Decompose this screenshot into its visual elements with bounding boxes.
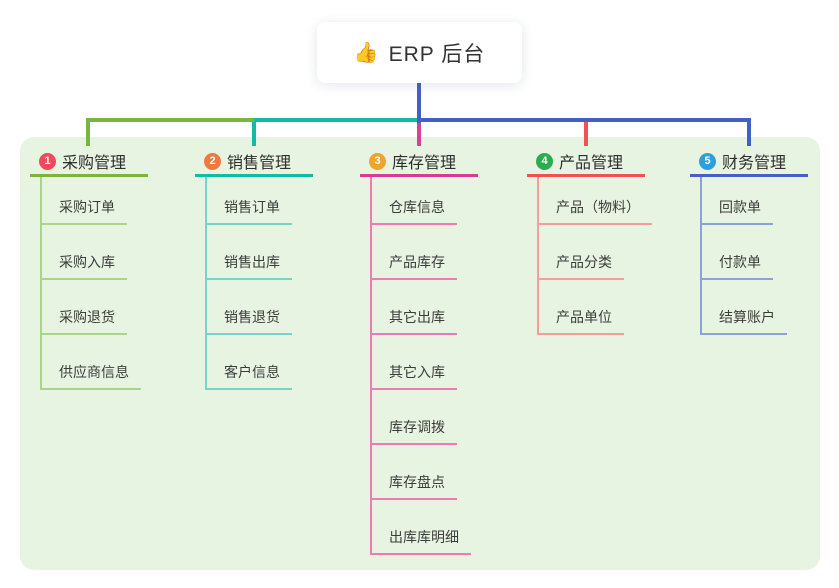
branch-title: 库存管理 [392, 155, 457, 172]
branch-header-finance[interactable]: 5 财务管理 [690, 148, 808, 177]
mindmap-node: 采购入库 [42, 225, 180, 280]
mindmap-node: 结算账户 [702, 280, 839, 335]
canvas-panel [20, 137, 820, 570]
branch-children: 采购订单 采购入库 采购退货 供应商信息 [40, 177, 180, 390]
branch-sales-management: 2 销售管理 销售订单 销售出库 销售退货 客户信息 [195, 148, 345, 390]
mindmap-node: 销售订单 [207, 177, 345, 225]
mindmap-node: 库存调拨 [372, 390, 510, 445]
node-label[interactable]: 客户信息 [207, 362, 292, 390]
branch-header-purchase[interactable]: 1 采购管理 [30, 148, 148, 177]
mindmap-node: 回款单 [702, 177, 839, 225]
branch-number-badge: 4 [536, 152, 553, 170]
node-label[interactable]: 产品库存 [372, 252, 457, 280]
connector-drop-sales [252, 118, 256, 146]
mindmap-node: 销售出库 [207, 225, 345, 280]
branch-number-badge: 2 [204, 152, 221, 170]
branch-header-sales[interactable]: 2 销售管理 [195, 148, 313, 177]
node-label[interactable]: 销售出库 [207, 252, 292, 280]
branch-children: 仓库信息 产品库存 其它出库 其它入库 库存调拨 库存盘点 出库库明细 [370, 177, 510, 555]
branch-header-inventory[interactable]: 3 库存管理 [360, 148, 478, 177]
branch-number-badge: 3 [369, 152, 386, 170]
node-label[interactable]: 结算账户 [702, 307, 787, 335]
branch-purchase-management: 1 采购管理 采购订单 采购入库 采购退货 供应商信息 [30, 148, 180, 390]
mindmap-node: 客户信息 [207, 335, 345, 390]
node-label[interactable]: 供应商信息 [42, 362, 141, 390]
root-node-erp-backend[interactable]: 👍 ERP 后台 [317, 22, 522, 83]
branch-header-product[interactable]: 4 产品管理 [527, 148, 645, 177]
mindmap-node: 其它入库 [372, 335, 510, 390]
node-label[interactable]: 其它出库 [372, 307, 457, 335]
connector-horizontal-left [86, 118, 254, 122]
mindmap-node: 销售退货 [207, 280, 345, 335]
mindmap-node: 产品（物料） [539, 177, 677, 225]
mindmap-node: 仓库信息 [372, 177, 510, 225]
mindmap-node: 供应商信息 [42, 335, 180, 390]
node-label[interactable]: 销售订单 [207, 197, 292, 225]
branch-title: 采购管理 [62, 155, 127, 172]
connector-drop-finance [747, 118, 751, 146]
root-node-title: ERP 后台 [388, 42, 486, 66]
node-label[interactable]: 仓库信息 [372, 197, 457, 225]
branch-finance-management: 5 财务管理 回款单 付款单 结算账户 [690, 148, 839, 335]
branch-title: 销售管理 [227, 155, 292, 172]
node-label[interactable]: 回款单 [702, 197, 773, 225]
branch-inventory-management: 3 库存管理 仓库信息 产品库存 其它出库 其它入库 库存调拨 库存盘点 出库库… [360, 148, 510, 555]
branch-product-management: 4 产品管理 产品（物料） 产品分类 产品单位 [527, 148, 677, 335]
mindmap-node: 产品单位 [539, 280, 677, 335]
mindmap-node: 出库库明细 [372, 500, 510, 555]
node-label[interactable]: 出库库明细 [372, 527, 471, 555]
node-label[interactable]: 采购订单 [42, 197, 127, 225]
connector-drop-inventory [417, 118, 421, 146]
node-label[interactable]: 付款单 [702, 252, 773, 280]
thumbs-up-icon: 👍 [353, 42, 380, 64]
connector-root-stem [417, 83, 421, 123]
mindmap-node: 产品库存 [372, 225, 510, 280]
mindmap-node: 采购订单 [42, 177, 180, 225]
node-label[interactable]: 销售退货 [207, 307, 292, 335]
node-label[interactable]: 产品单位 [539, 307, 624, 335]
connector-drop-product [584, 118, 588, 146]
node-label[interactable]: 库存盘点 [372, 472, 457, 500]
branch-number-badge: 1 [39, 152, 56, 170]
branch-children: 产品（物料） 产品分类 产品单位 [537, 177, 677, 335]
branch-title: 财务管理 [722, 155, 787, 172]
node-label[interactable]: 采购退货 [42, 307, 127, 335]
mindmap-node: 采购退货 [42, 280, 180, 335]
branch-children: 回款单 付款单 结算账户 [700, 177, 839, 335]
branch-number-badge: 5 [699, 152, 716, 170]
connector-drop-purchase [86, 118, 90, 146]
node-label[interactable]: 采购入库 [42, 252, 127, 280]
branch-title: 产品管理 [559, 155, 624, 172]
connector-horizontal-right [419, 118, 751, 122]
connector-horizontal-mid [254, 118, 419, 122]
mindmap-node: 产品分类 [539, 225, 677, 280]
node-label[interactable]: 库存调拨 [372, 417, 457, 445]
mindmap-node: 其它出库 [372, 280, 510, 335]
mindmap-node: 库存盘点 [372, 445, 510, 500]
mindmap-node: 付款单 [702, 225, 839, 280]
node-label[interactable]: 产品分类 [539, 252, 624, 280]
node-label[interactable]: 其它入库 [372, 362, 457, 390]
branch-children: 销售订单 销售出库 销售退货 客户信息 [205, 177, 345, 390]
node-label[interactable]: 产品（物料） [539, 197, 652, 225]
